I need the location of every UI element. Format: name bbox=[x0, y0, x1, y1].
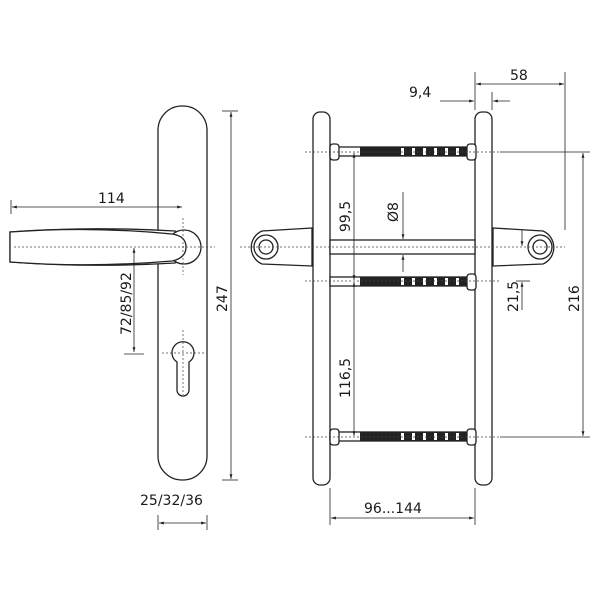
dim-screw-top: 99,5 bbox=[338, 201, 354, 232]
dim-plate-thickness: 9,4 bbox=[409, 85, 431, 101]
dim-door-thickness: 96...144 bbox=[364, 501, 422, 517]
side-view: 99,5 116,5 Ø8 21,5 216 9,4 58 96...144 bbox=[240, 68, 590, 525]
dim-screw-spacing: 216 bbox=[567, 285, 583, 312]
inner-plate bbox=[312, 111, 331, 486]
dim-lever-projection: 58 bbox=[510, 68, 528, 84]
front-view: 114 72/85/92 247 25/32/36 bbox=[9, 105, 238, 530]
dim-lever-length: 114 bbox=[98, 191, 125, 207]
backplate bbox=[157, 105, 208, 481]
dim-screw-bottom: 116,5 bbox=[338, 358, 354, 398]
dim-backset: 72/85/92 bbox=[119, 272, 135, 335]
outer-plate bbox=[474, 111, 493, 486]
dim-plate-height: 247 bbox=[215, 285, 231, 312]
dim-plate-width: 25/32/36 bbox=[140, 493, 203, 509]
keyhole bbox=[171, 341, 195, 397]
dim-spindle-diameter: Ø8 bbox=[386, 202, 402, 222]
dim-spindle-offset: 21,5 bbox=[506, 281, 522, 312]
